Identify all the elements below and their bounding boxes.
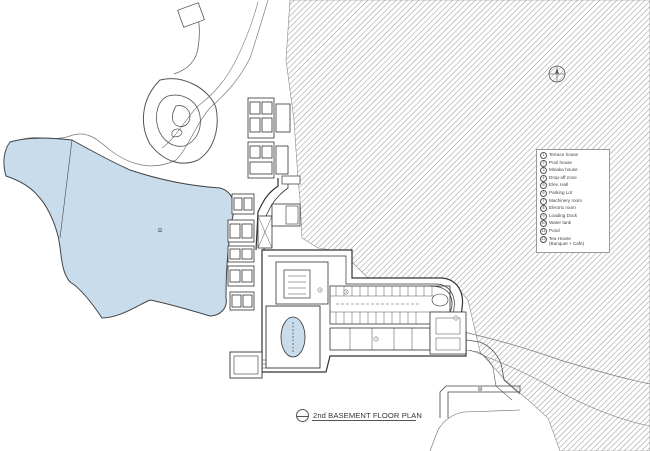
legend-label: Loading Dock — [549, 212, 578, 218]
terrain-contour-outer — [19, 0, 269, 167]
legend-label: Elev. Hall — [549, 182, 569, 188]
entry-pavilion-inner — [233, 355, 259, 375]
machinery-mark — [373, 336, 379, 342]
legend-number-mark: 10 — [540, 220, 547, 228]
pond — [3, 137, 235, 319]
legend-number-mark: 9 — [540, 212, 547, 220]
legend-number-mark: 4 — [540, 174, 547, 182]
hill-contour-peak — [171, 128, 183, 138]
legend-number-mark: 3 — [540, 167, 547, 175]
legend-number-mark: 8 — [540, 205, 547, 213]
section-mark-icon — [296, 409, 309, 422]
hill-contour-outer — [142, 78, 218, 164]
title-underline — [312, 420, 416, 421]
gate-mark — [477, 386, 483, 392]
loading-mark — [453, 315, 459, 321]
loading-number: 9 — [455, 316, 457, 320]
drop-off-stair — [288, 275, 306, 295]
entry-steps — [262, 359, 266, 369]
legend-label: Pond — [549, 227, 560, 233]
pond-label-mark — [157, 227, 163, 233]
north-arrow-icon — [548, 65, 566, 83]
legend-label: Machinery room — [549, 197, 582, 203]
lower-path — [429, 409, 521, 451]
pond-divider — [59, 139, 73, 239]
legend-label: Pool house — [549, 159, 572, 165]
legend-label: Minaka house — [549, 167, 578, 173]
legend-label: Electric room — [549, 205, 576, 211]
link-block — [281, 175, 301, 185]
gate-number: 12 — [479, 387, 482, 391]
service-road — [465, 339, 521, 395]
legend-label: Water tank — [549, 220, 572, 226]
parking-mark — [343, 289, 349, 295]
pool-house-inner — [285, 205, 299, 225]
legend-number-mark: 12 — [540, 235, 547, 243]
legend-label: Parking Lot — [549, 189, 573, 195]
pool-house-cluster — [227, 193, 255, 311]
elevator-hatch — [257, 215, 273, 249]
legend-number-mark: 11 — [540, 227, 547, 235]
loading-dock-bays — [435, 317, 461, 351]
legend-number-mark: 6 — [540, 189, 547, 197]
drawing-title: 2nd BASEMENT FLOOR PLAN — [313, 411, 422, 420]
loading-dock — [429, 311, 467, 355]
legend-number-mark: 5 — [540, 182, 547, 190]
legend-number-mark: 2 — [540, 159, 547, 167]
drop-off-core — [283, 269, 311, 299]
terrain-contour-bottom — [454, 329, 650, 385]
drop-off-number: 4 — [319, 288, 321, 292]
hill-contour-top — [172, 105, 191, 127]
terrace-house-block — [247, 97, 291, 179]
parking-number: 6 — [345, 290, 347, 294]
drop-off-mark — [317, 287, 323, 293]
machinery-room — [329, 327, 431, 351]
terrain-contour-bottom-2 — [469, 349, 650, 427]
legend-number-mark: 1 — [540, 152, 547, 159]
service-road-edge — [465, 349, 513, 401]
pond-number: 11 — [159, 228, 162, 232]
hill-contour-mid — [156, 94, 201, 147]
legend-label: Terrace house — [549, 152, 579, 157]
legend-label: Tea House (Banquet + Cafe) — [549, 235, 585, 246]
machinery-partitions — [349, 328, 413, 350]
gate-structure — [439, 385, 521, 418]
machinery-number: 7 — [375, 337, 377, 341]
legend-number-mark: 7 — [540, 197, 547, 205]
lookout-pavilion — [177, 2, 205, 28]
drawing-title-block: 2nd BASEMENT FLOOR PLAN — [296, 409, 422, 422]
connector-corridor-inner — [263, 178, 289, 251]
turntable — [431, 293, 449, 307]
entry-pavilion — [229, 351, 263, 379]
connector-corridor — [255, 178, 279, 251]
main-building-inner-wall — [268, 255, 455, 327]
terrain-contour-inner — [161, 1, 259, 149]
legend-label: Drop-off zone — [549, 174, 577, 180]
